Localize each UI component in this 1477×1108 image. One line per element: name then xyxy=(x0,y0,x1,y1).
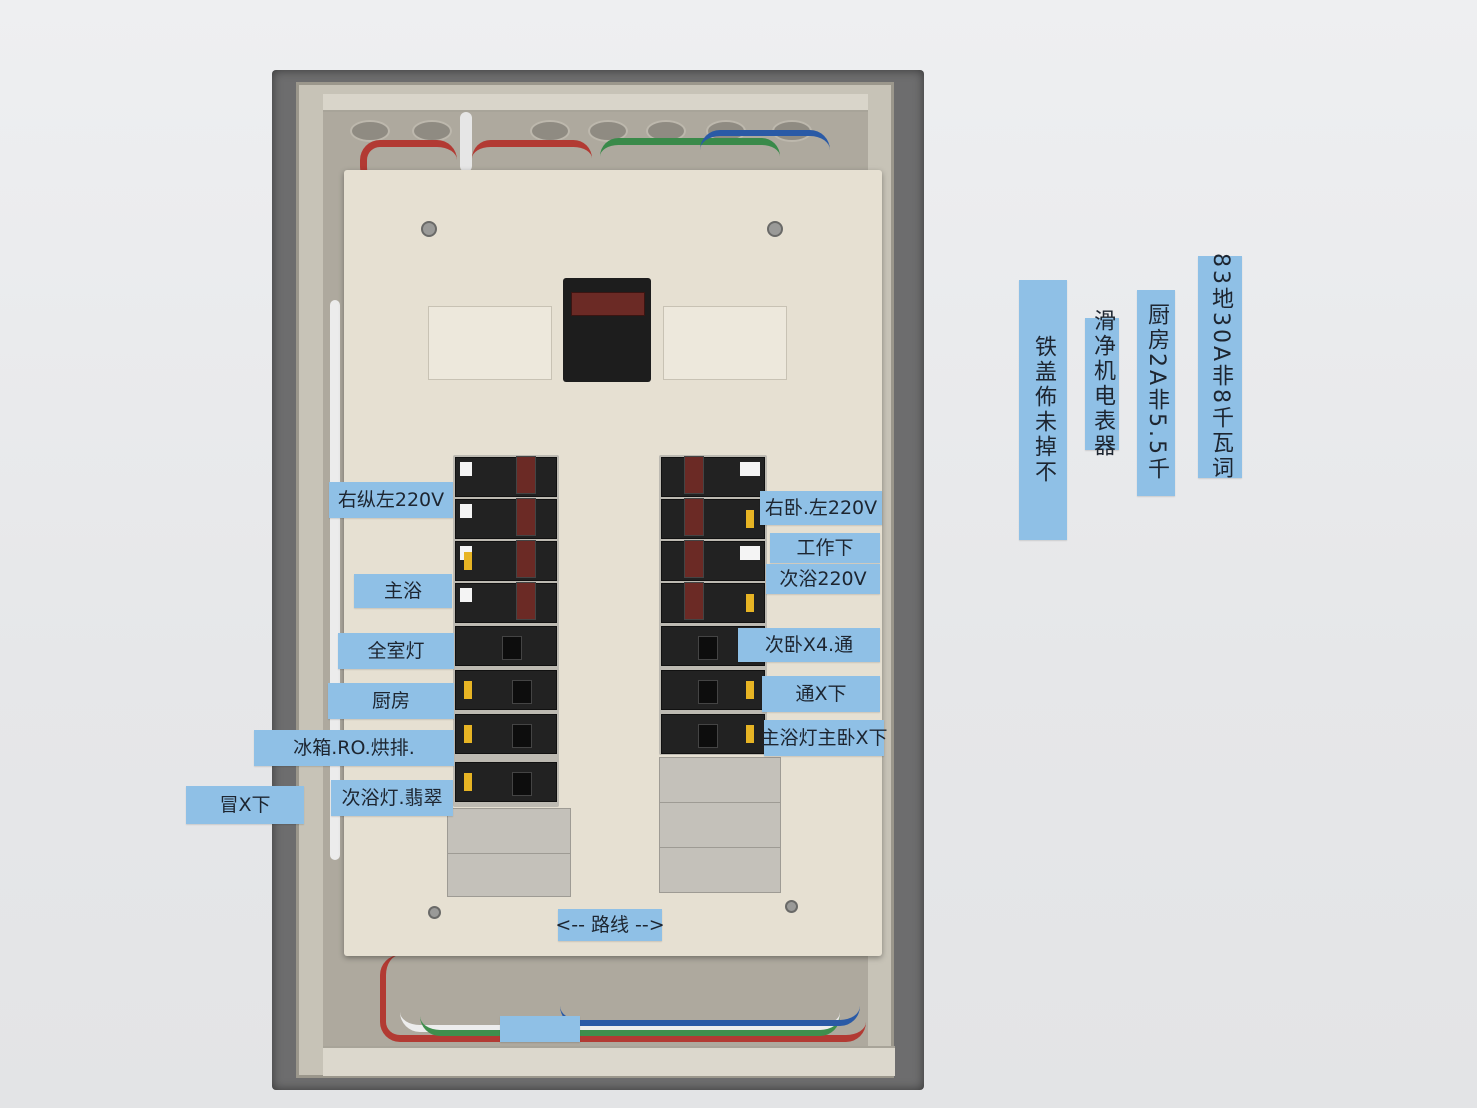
breaker[interactable] xyxy=(661,456,765,497)
knockout-hole xyxy=(350,120,390,142)
cover-screw xyxy=(767,221,783,237)
blue-wire xyxy=(700,130,830,172)
breaker[interactable] xyxy=(455,456,557,497)
green-wire xyxy=(600,138,780,175)
circuit-label-tape: 次卧X4.通 xyxy=(738,628,880,662)
blank-slot xyxy=(659,757,781,803)
knockout-hole xyxy=(530,120,570,142)
blank-knockout-plate xyxy=(663,306,787,380)
green-wire xyxy=(420,975,840,1036)
breaker[interactable] xyxy=(455,714,557,754)
red-wire xyxy=(380,955,866,1042)
vertical-label-tape: 滑净机电表器 xyxy=(1085,309,1119,459)
circuit-label-tape: 全室灯 xyxy=(338,633,454,669)
red-wire xyxy=(472,140,592,177)
circuit-label-tape: 右卧.左220V xyxy=(760,491,882,525)
breaker[interactable] xyxy=(661,714,765,754)
blank-slot xyxy=(659,847,781,893)
white-wire xyxy=(460,112,472,172)
breaker[interactable] xyxy=(661,540,765,581)
blank-slot xyxy=(659,802,781,848)
circuit-label-tape: 次浴灯.翡翠 xyxy=(331,780,453,816)
blank-slot xyxy=(447,808,571,854)
breaker[interactable] xyxy=(455,582,557,623)
circuit-label-tape: 次浴220V xyxy=(766,564,880,594)
bottom-label-tape: <-- 路线 --> xyxy=(555,909,665,941)
circuit-label-tape: 主浴 xyxy=(354,574,452,608)
wire-label-tape xyxy=(500,1016,580,1042)
main-breaker-handle[interactable] xyxy=(571,292,645,316)
circuit-label-tape: 冒X下 xyxy=(186,786,304,824)
circuit-label-tape: 冰箱.RO.烘排. xyxy=(254,730,454,766)
breaker[interactable] xyxy=(455,498,557,539)
panel-top-rail xyxy=(323,94,868,112)
cover-screw xyxy=(428,906,441,919)
cover-screw xyxy=(421,221,437,237)
knockout-hole xyxy=(412,120,452,142)
blank-slot xyxy=(447,853,571,897)
red-wire xyxy=(360,140,457,187)
breaker[interactable] xyxy=(661,670,765,710)
cover-screw xyxy=(785,900,798,913)
white-wire xyxy=(400,965,840,1032)
panel-bottom-rail xyxy=(323,1046,895,1076)
breaker[interactable] xyxy=(455,540,557,581)
breaker[interactable] xyxy=(455,762,557,802)
vertical-label-tape: 83地30A非8千瓦词 xyxy=(1198,253,1242,481)
circuit-label-tape: 主浴灯主卧X下 xyxy=(760,720,888,756)
breaker[interactable] xyxy=(661,582,765,623)
circuit-label-tape: 通X下 xyxy=(762,676,880,712)
vertical-label-tape: 厨房2A非5.5千 xyxy=(1137,290,1175,496)
breaker[interactable] xyxy=(455,626,557,666)
breaker[interactable] xyxy=(455,670,557,710)
blank-knockout-plate xyxy=(428,306,552,380)
circuit-label-tape: 厨房 xyxy=(328,683,454,719)
white-wire xyxy=(330,300,340,860)
blue-wire xyxy=(560,980,860,1026)
breaker[interactable] xyxy=(661,498,765,539)
vertical-label-tape: 铁盖佈未掉不 xyxy=(1019,280,1067,540)
circuit-label-tape: 右纵左220V xyxy=(329,482,453,518)
circuit-label-tape: 工作下 xyxy=(770,533,880,563)
